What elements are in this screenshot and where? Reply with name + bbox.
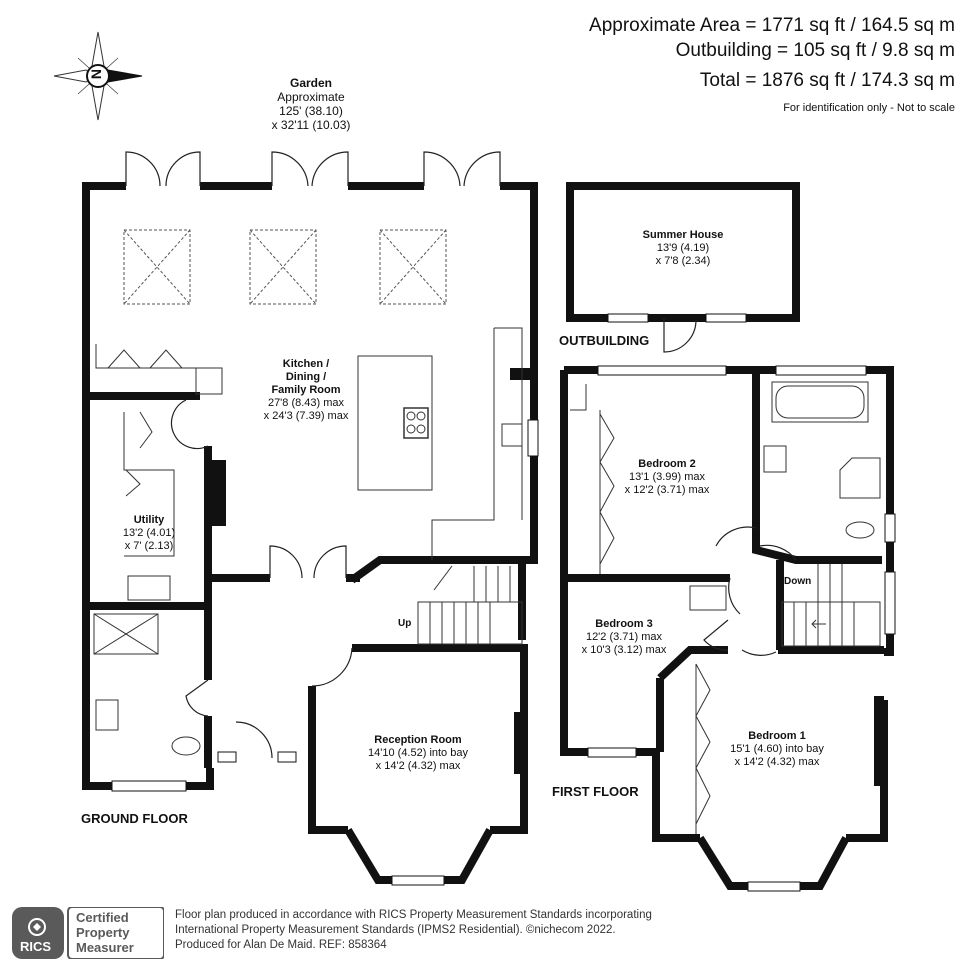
bedroom2-name: Bedroom 2: [638, 458, 696, 470]
footer-line2: International Property Measurement Stand…: [175, 924, 616, 936]
footer-text: Floor plan produced in accordance with R…: [175, 908, 652, 953]
ground-doors: [170, 399, 353, 759]
reception-label: Reception Room 14'10 (4.52) into bay x 1…: [368, 734, 468, 773]
kitchen-label: Kitchen / Dining / Family Room 27'8 (8.4…: [264, 358, 349, 423]
bedroom3-label: Bedroom 3 12'2 (3.71) max x 10'3 (3.12) …: [582, 618, 667, 657]
summer-house-name: Summer House: [642, 229, 724, 241]
bedroom3-name: Bedroom 3: [595, 618, 653, 630]
rics-logo-icon: [12, 907, 164, 959]
kitchen-name3: Family Room: [271, 384, 341, 396]
approximate-area: Approximate Area = 1771 sq ft / 164.5 sq…: [589, 15, 955, 36]
stairs-up-label: Up: [398, 618, 412, 629]
bedroom1-dim1: 15'1 (4.60) into bay: [730, 743, 824, 755]
scale-note: For identification only - Not to scale: [783, 102, 955, 114]
ground-windows: [111, 419, 539, 886]
kitchen-dim1: 27'8 (8.43) max: [267, 397, 345, 409]
bedroom2-label: Bedroom 2 13'1 (3.99) max x 12'2 (3.71) …: [625, 458, 710, 497]
first-doors: [703, 526, 797, 656]
outbuilding-area: Outbuilding = 105 sq ft / 9.8 sq m: [675, 40, 955, 61]
first-stairs: [781, 564, 881, 647]
bedroom3-dim2: x 10'3 (3.12) max: [581, 644, 667, 656]
garden-line2: 125' (38.10): [279, 104, 343, 118]
skylights: [123, 229, 447, 305]
utility-dim1: 13'2 (4.01): [122, 527, 176, 539]
reception-dim2: x 14'2 (4.32) max: [375, 760, 461, 772]
badge-text: Certified Property Measurer: [76, 910, 134, 955]
garden-line1: Approximate: [277, 90, 345, 104]
total-area: Total = 1876 sq ft / 174.3 sq m: [699, 70, 955, 91]
garden-line3: x 32'11 (10.03): [271, 118, 351, 132]
wardrobes: [599, 410, 727, 834]
ground-stairs: [417, 565, 523, 645]
garden-label: Garden Approximate 125' (38.10) x 32'11 …: [272, 76, 351, 132]
first-windows: [587, 365, 896, 892]
kitchen-name2: Dining /: [285, 371, 327, 383]
bedroom1-label: Bedroom 1 15'1 (4.60) into bay x 14'2 (4…: [730, 730, 824, 769]
summer-house-dim1: 13'9 (4.19): [656, 242, 710, 254]
stairs-down-label: Down: [784, 576, 812, 587]
badge-line3: Measurer: [76, 940, 134, 955]
garden-name: Garden: [289, 76, 333, 90]
bedroom1-dim2: x 14'2 (4.32) max: [734, 756, 820, 768]
ground-floor-label: GROUND FLOOR: [81, 811, 188, 826]
bedroom2-dim1: 13'1 (3.99) max: [628, 471, 706, 483]
kitchen-name1: Kitchen /: [282, 358, 330, 370]
compass-icon: [53, 31, 143, 121]
reception-name: Reception Room: [374, 734, 462, 746]
utility-dim2: x 7' (2.13): [124, 540, 174, 552]
rics-badge: RICS Certified Property Measurer: [12, 907, 164, 959]
bedroom2-dim2: x 12'2 (3.71) max: [624, 484, 710, 496]
bedroom3-dim1: 12'2 (3.71) max: [585, 631, 663, 643]
summer-house-label: Summer House 13'9 (4.19) x 7'8 (2.34): [643, 229, 724, 268]
utility-label: Utility 13'2 (4.01) x 7' (2.13): [123, 514, 175, 553]
badge-line2: Property: [76, 925, 130, 940]
badge-line1: Certified: [76, 910, 129, 925]
first-floor-label: FIRST FLOOR: [552, 784, 639, 799]
reception-dim1: 14'10 (4.52) into bay: [368, 747, 468, 759]
utility-name: Utility: [133, 514, 165, 526]
kitchen-units: [95, 327, 523, 560]
outbuilding-walls: [566, 182, 800, 322]
bathroom-fittings: [570, 381, 881, 539]
bedroom1-name: Bedroom 1: [748, 730, 806, 742]
utility-fittings: [93, 411, 201, 756]
footer-line1: Floor plan produced in accordance with R…: [175, 909, 652, 921]
footer-line3: Produced for Alan De Maid. REF: 858364: [175, 939, 387, 951]
garden-doors: [125, 151, 501, 187]
rics-logo-text: RICS: [20, 939, 52, 954]
outbuilding-label: OUTBUILDING: [559, 333, 650, 348]
kitchen-dim2: x 24'3 (7.39) max: [263, 410, 349, 422]
compass-north-letter: N: [88, 68, 105, 80]
summer-house-dim2: x 7'8 (2.34): [655, 255, 711, 267]
